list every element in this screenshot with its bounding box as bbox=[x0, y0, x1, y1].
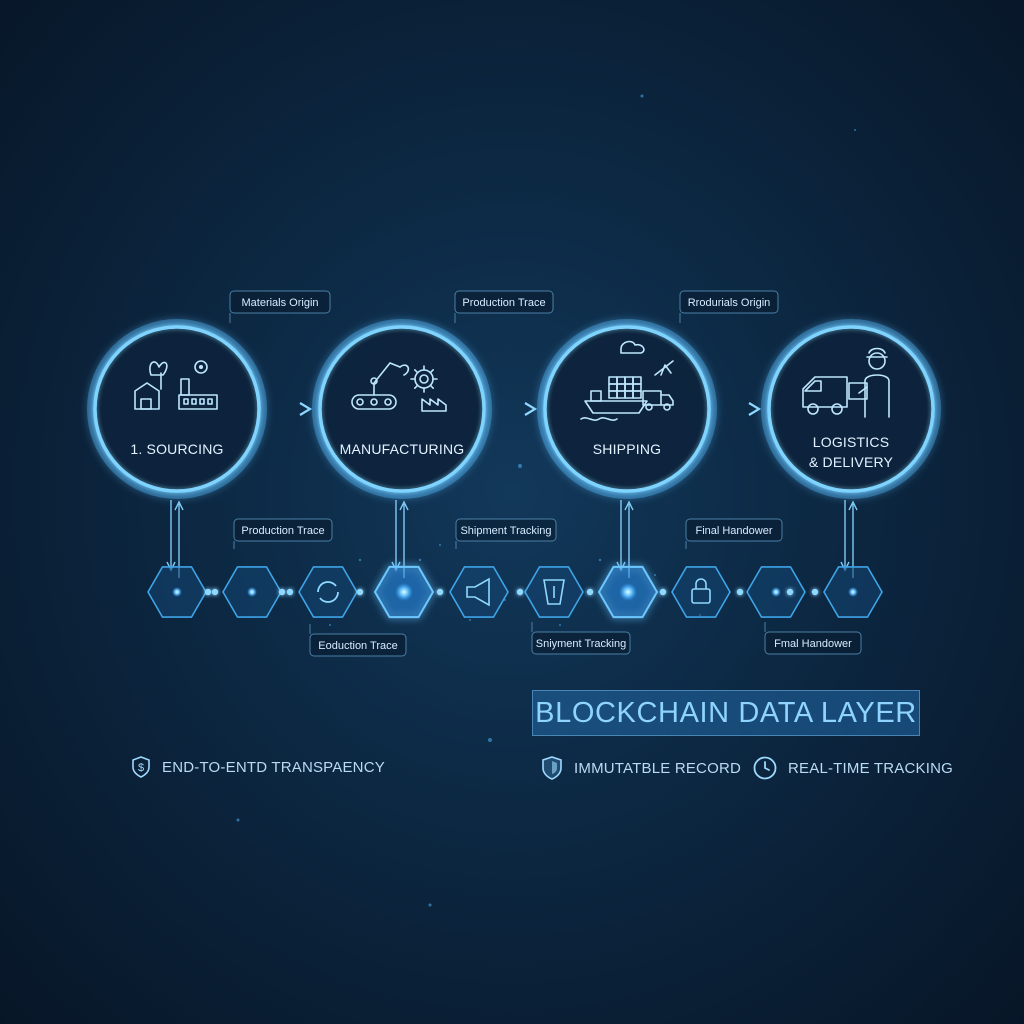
dollar-shield-icon: $ bbox=[132, 756, 150, 778]
stage-label: SHIPPING bbox=[593, 441, 662, 457]
callout: Shipment Tracking bbox=[455, 518, 557, 549]
stage-label: MANUFACTURING bbox=[340, 441, 465, 457]
chain-dot bbox=[586, 588, 594, 596]
stage-node[interactable]: 1. SOURCING bbox=[87, 319, 267, 499]
chain-dot bbox=[356, 588, 364, 596]
blockchain-layer-title-box: BLOCKCHAIN DATA LAYER bbox=[532, 690, 920, 736]
chain-dot bbox=[516, 588, 524, 596]
callout-label: Production Trace bbox=[241, 525, 324, 537]
bottom-callouts: Eoduction Trace Sniyment Tracking Fmal Han… bbox=[309, 622, 862, 657]
stage-row: 1. SOURCING MANUFACTURING SHIPPING LOGISTIC… bbox=[87, 319, 941, 499]
data-link bbox=[391, 500, 409, 578]
block-node[interactable] bbox=[147, 566, 207, 618]
refresh-icon bbox=[317, 581, 339, 603]
data-link bbox=[616, 500, 634, 578]
node-dot bbox=[247, 587, 257, 597]
callout: Final Handower bbox=[685, 518, 783, 549]
callout-label: Production Trace bbox=[462, 297, 545, 309]
chain-dot bbox=[659, 588, 667, 596]
chain-dot bbox=[786, 588, 794, 596]
chain-dot bbox=[278, 588, 286, 596]
flow-arrow bbox=[719, 402, 762, 416]
blockchain-layer-title: BLOCKCHAIN DATA LAYER bbox=[535, 696, 917, 729]
flow-arrow bbox=[269, 402, 313, 416]
block-node[interactable] bbox=[298, 566, 358, 618]
megaphone-icon bbox=[466, 577, 490, 607]
stage-label: LOGISTICS bbox=[813, 434, 889, 450]
chain-dot bbox=[204, 588, 212, 596]
feature-immutable: IMMUTATBLE RECORD bbox=[540, 755, 741, 781]
callout-label: Fmal Handower bbox=[774, 638, 852, 650]
stage-node[interactable]: SHIPPING bbox=[537, 319, 717, 499]
callout: Fmal Handower bbox=[764, 622, 862, 655]
robot-arm-gear-icon bbox=[351, 362, 447, 412]
stage-node[interactable]: MANUFACTURING bbox=[312, 319, 492, 499]
delivery-person-van-icon bbox=[802, 347, 890, 418]
chain-dot bbox=[436, 588, 444, 596]
block-node[interactable] bbox=[449, 566, 509, 618]
padlock-icon bbox=[691, 578, 711, 604]
callout: Materials Origin bbox=[229, 290, 331, 323]
chain-dot bbox=[286, 588, 294, 596]
block-node[interactable] bbox=[746, 566, 806, 618]
block-node[interactable] bbox=[373, 565, 435, 619]
node-dot bbox=[848, 587, 858, 597]
callout-label: Materials Origin bbox=[241, 297, 318, 309]
node-dot bbox=[172, 587, 182, 597]
feature-realtime: REAL-TIME TRACKING bbox=[752, 755, 953, 781]
factory-plant-icon bbox=[134, 360, 218, 410]
middle-callouts: Production Trace Shipment Tracking Final H… bbox=[233, 518, 783, 549]
node-dot bbox=[395, 583, 413, 601]
node-dot bbox=[619, 583, 637, 601]
block-node[interactable] bbox=[597, 565, 659, 619]
stage-label-line2: & DELIVERY bbox=[809, 454, 894, 470]
callout-label: Shipment Tracking bbox=[460, 525, 551, 537]
chain-dot bbox=[211, 588, 219, 596]
stage-label: 1. SOURCING bbox=[130, 441, 223, 457]
callout-label: Rrodurials Origin bbox=[688, 297, 771, 309]
callout-label: Sniyment Tracking bbox=[536, 638, 626, 650]
node-dot bbox=[771, 587, 781, 597]
cargo-ship-truck-plane-icon bbox=[580, 340, 674, 421]
block-node[interactable] bbox=[524, 566, 584, 618]
feature-label: IMMUTATBLE RECORD bbox=[574, 759, 742, 777]
callout: Production Trace bbox=[233, 518, 333, 549]
chain-dot bbox=[736, 588, 744, 596]
callout: Sniyment Tracking bbox=[531, 622, 631, 655]
callout-label: Final Handower bbox=[695, 525, 772, 537]
blockchain-chain bbox=[147, 565, 883, 619]
callout: Production Trace bbox=[454, 290, 554, 323]
block-node[interactable] bbox=[222, 566, 282, 618]
stage-node[interactable]: LOGISTICS & DELIVERY bbox=[761, 319, 941, 499]
flow-arrow bbox=[494, 402, 538, 416]
feature-label: REAL-TIME TRACKING bbox=[788, 759, 954, 777]
callout-label: Eoduction Trace bbox=[318, 640, 398, 652]
block-node[interactable] bbox=[823, 566, 883, 618]
clock-icon bbox=[753, 756, 777, 780]
data-link bbox=[840, 500, 858, 578]
document-icon bbox=[543, 579, 565, 605]
feature-label: END-TO-ENTD TRANSPAENCY bbox=[162, 758, 385, 776]
chain-dot bbox=[811, 588, 819, 596]
block-node[interactable] bbox=[671, 566, 731, 618]
shield-icon bbox=[542, 756, 562, 780]
feature-transparency: $ END-TO-ENTD TRANSPAENCY bbox=[130, 755, 385, 779]
callout: Eoduction Trace bbox=[309, 624, 407, 657]
callout: Rrodurials Origin bbox=[679, 290, 779, 323]
data-link bbox=[166, 500, 184, 578]
ambient-particles bbox=[236, 94, 856, 907]
top-callouts: Materials Origin Production Trace Rroduria… bbox=[229, 290, 779, 323]
svg-text:$: $ bbox=[138, 762, 144, 774]
vertical-connectors bbox=[166, 500, 858, 578]
